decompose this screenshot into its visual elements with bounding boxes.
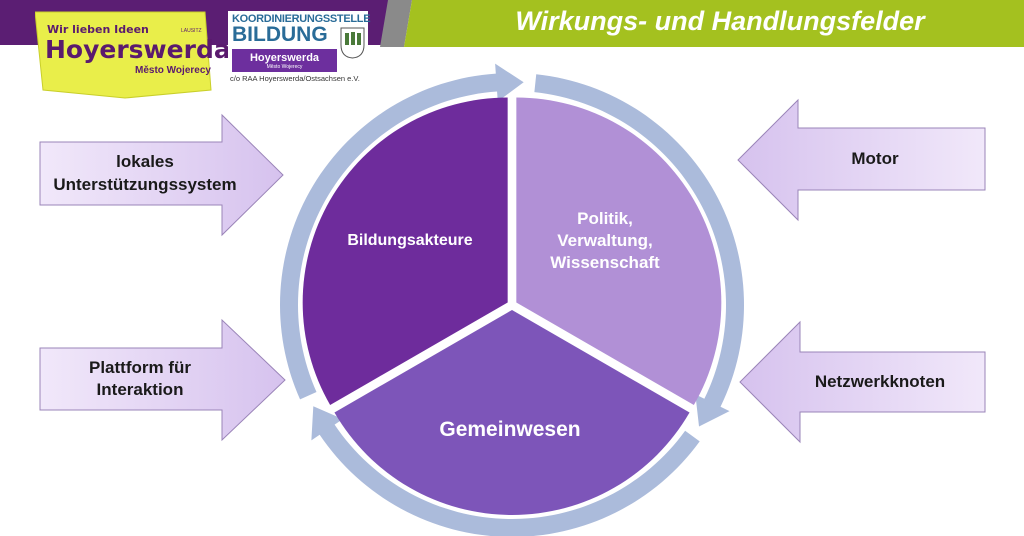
cycle-segment — [302, 97, 508, 405]
input-lokales-unterstuetzungssystem: lokales Unterstützungssystem — [53, 152, 237, 194]
logo-name-band: Hoyerswerda Město Wojerecy — [232, 49, 337, 72]
hoyerswerda-logo: Wir lieben Ideen LAUSITZ Hoyerswerda Měs… — [35, 10, 231, 100]
page-title: Wirkungs- und Handlungsfelder — [515, 6, 925, 36]
input-plattform-fuer-interaktion: Plattform für Interaktion — [89, 357, 191, 399]
segment-label-bildungsakteure: Bildungsakteure — [347, 232, 473, 249]
logo-region: LAUSITZ — [181, 28, 202, 34]
cycle-arrow — [280, 63, 524, 400]
koordinierungsstelle-logo: KOORDINIERUNGSSTELLE BILDUNG Hoyerswerda… — [228, 11, 371, 85]
cycle-segment — [516, 97, 722, 405]
cycle-arrow — [311, 406, 700, 536]
logo-line1: KOORDINIERUNGSSTELLE — [232, 13, 371, 25]
arrow-left-shape — [737, 98, 986, 222]
coat-of-arms-icon — [340, 27, 365, 59]
arrow-right-shape — [39, 113, 284, 237]
logo-slogan: Wir lieben Ideen — [47, 23, 149, 36]
cycle-arrow — [534, 74, 744, 427]
logo-sub: Město Wojerecy — [266, 64, 303, 70]
role-netzwerkknoten: Netzwerkknoten — [814, 371, 946, 391]
role-motor: Motor — [851, 149, 899, 168]
arrow-right-shape — [39, 318, 286, 442]
logo-sub: Město Wojerecy — [135, 65, 211, 76]
logo-footer: c/o RAA Hoyerswerda/Ostsachsen e.V. — [230, 74, 360, 83]
segment-label-politik: Politik, Verwaltung, Wissenschaft — [550, 209, 660, 273]
arrow-left-shape — [739, 320, 986, 444]
cycle-segment — [334, 310, 690, 515]
logo-line2: BILDUNG — [232, 23, 328, 46]
segment-label-gemeinwesen: Gemeinwesen — [439, 418, 581, 441]
logo-name: Hoyerswerda — [249, 52, 320, 64]
logo-name: Hoyerswerda — [45, 35, 231, 64]
